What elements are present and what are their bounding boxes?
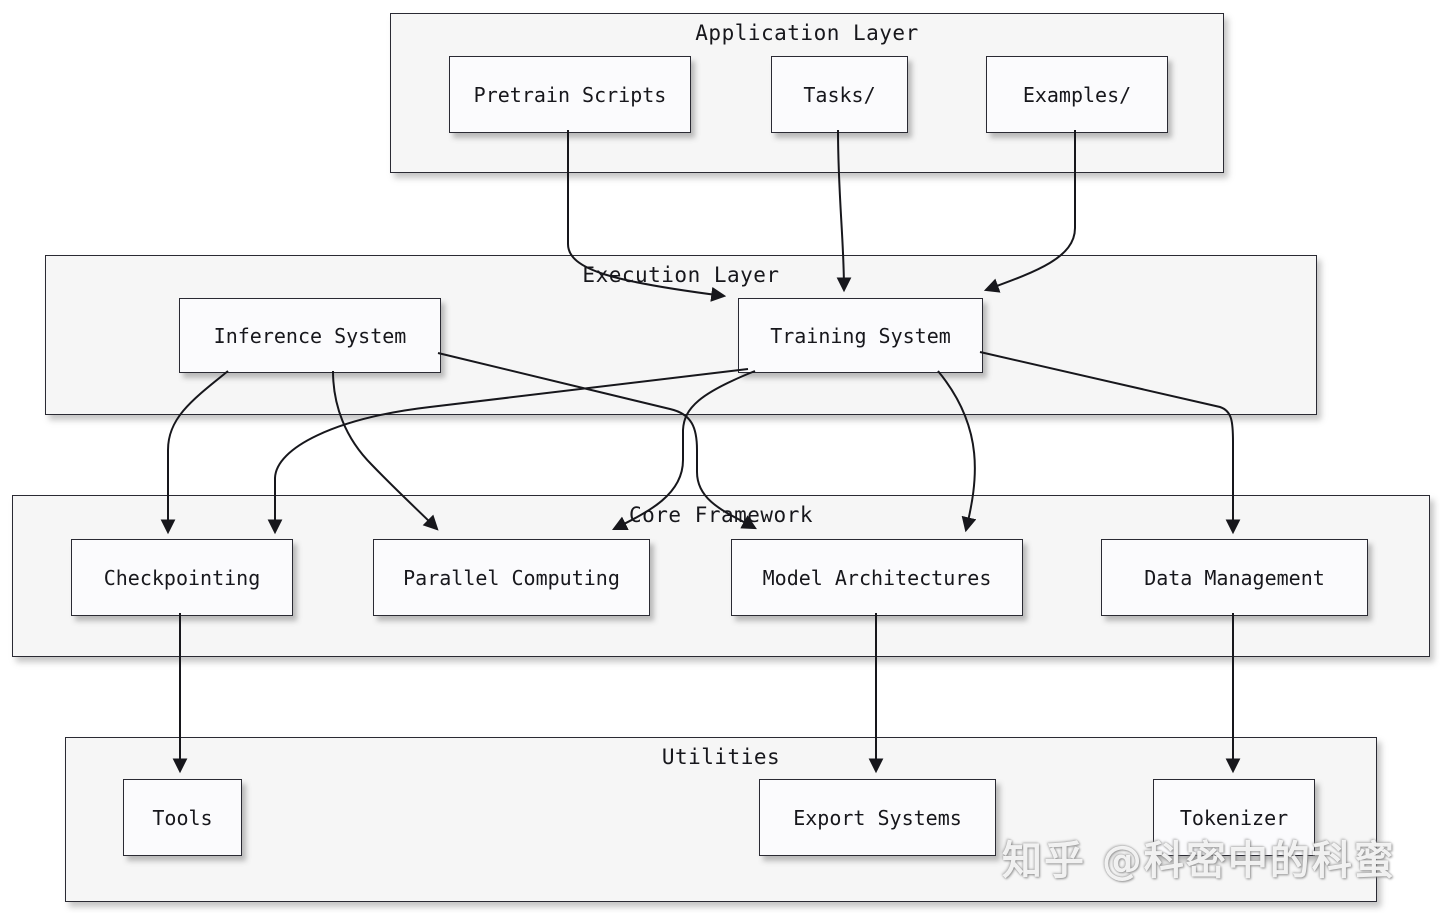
layer-execution: Execution Layer Inference System Trainin…	[45, 255, 1317, 415]
layer-core-framework: Core Framework Checkpointing Parallel Co…	[12, 495, 1430, 657]
node-data-management-label: Data Management	[1144, 565, 1325, 590]
node-export-systems-label: Export Systems	[793, 805, 962, 830]
node-model-architectures-label: Model Architectures	[762, 565, 992, 590]
node-pretrain-scripts-label: Pretrain Scripts	[473, 82, 667, 107]
node-inference-system: Inference System	[179, 298, 441, 373]
node-parallel-computing: Parallel Computing	[373, 539, 650, 616]
node-checkpointing-label: Checkpointing	[103, 565, 261, 590]
node-inference-system-label: Inference System	[213, 323, 407, 348]
node-checkpointing: Checkpointing	[71, 539, 293, 616]
node-examples: Examples/	[986, 56, 1168, 133]
node-tokenizer: Tokenizer	[1153, 779, 1315, 856]
node-tools: Tools	[123, 779, 242, 856]
node-model-architectures: Model Architectures	[731, 539, 1023, 616]
layer-application: Application Layer Pretrain Scripts Tasks…	[390, 13, 1224, 173]
layer-core-framework-title: Core Framework	[628, 503, 813, 527]
node-examples-label: Examples/	[1022, 82, 1132, 107]
node-training-system-label: Training System	[770, 323, 951, 348]
watermark: 知乎 @科密中的科蜜	[1002, 838, 1396, 884]
node-parallel-computing-label: Parallel Computing	[403, 565, 620, 590]
node-training-system: Training System	[738, 298, 983, 373]
node-export-systems: Export Systems	[759, 779, 996, 856]
layer-utilities: Utilities Tools Export Systems Tokenizer	[65, 737, 1377, 902]
node-tasks-label: Tasks/	[803, 82, 876, 107]
node-tasks: Tasks/	[771, 56, 908, 133]
layer-utilities-title: Utilities	[661, 745, 781, 769]
node-tokenizer-label: Tokenizer	[1179, 805, 1289, 830]
layer-execution-title: Execution Layer	[582, 263, 780, 287]
node-data-management: Data Management	[1101, 539, 1368, 616]
node-pretrain-scripts: Pretrain Scripts	[449, 56, 691, 133]
layer-application-title: Application Layer	[695, 21, 919, 45]
node-tools-label: Tools	[152, 805, 213, 830]
